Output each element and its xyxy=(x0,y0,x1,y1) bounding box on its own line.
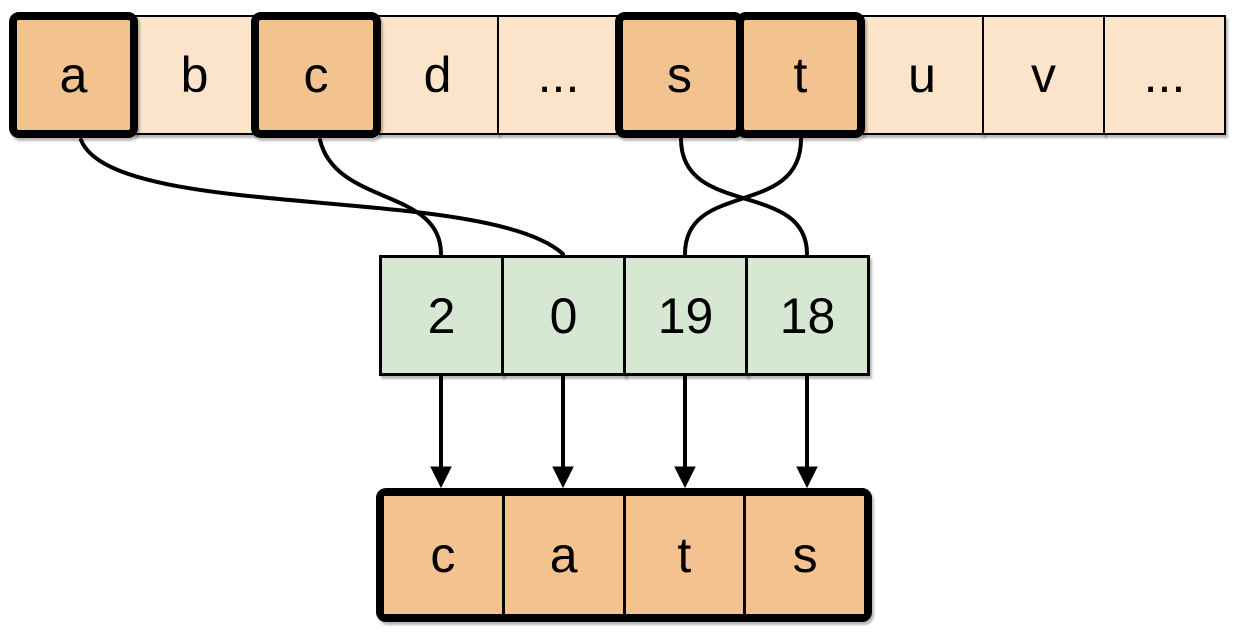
word-cell-s: s xyxy=(743,496,864,614)
cell-label: 0 xyxy=(549,287,578,344)
index-cell-19: 19 xyxy=(623,255,748,376)
cell-label: c xyxy=(430,527,456,583)
index-cell-2: 2 xyxy=(379,255,504,376)
alphabet-cell-d: d xyxy=(376,15,499,135)
cell-label: a xyxy=(549,527,578,583)
alphabet-cell-s-highlighted: s xyxy=(615,12,744,138)
connector-c-to-2-curve xyxy=(318,138,443,256)
cell-label: b xyxy=(180,47,209,103)
word-cell-a: a xyxy=(501,496,623,614)
arrow-19-to-t xyxy=(674,375,696,489)
cell-label: s xyxy=(792,527,818,583)
cell-label: 2 xyxy=(427,287,456,344)
arrowhead-icon xyxy=(796,466,818,489)
cell-label: 19 xyxy=(657,287,714,344)
cell-label: t xyxy=(793,47,808,103)
arrowhead-icon xyxy=(430,466,452,489)
cell-label: 18 xyxy=(779,287,836,344)
cell-label: ... xyxy=(537,47,580,103)
alphabet-cell-u: u xyxy=(860,15,984,135)
cell-label: ... xyxy=(1143,47,1186,103)
word-cell-t: t xyxy=(622,496,744,614)
alphabet-cell-a-highlighted: a xyxy=(9,12,138,138)
index-cell-18: 18 xyxy=(745,255,870,376)
arrow-2-to-c xyxy=(430,375,452,489)
arrowhead-icon xyxy=(552,466,574,489)
alphabet-cell-b: b xyxy=(133,15,256,135)
connector-a-to-0-curve xyxy=(79,138,565,256)
alphabet-cell-t-highlighted: t xyxy=(736,12,865,138)
cell-label: u xyxy=(908,47,936,103)
alphabet-cell-ellipsis-2: ... xyxy=(1103,15,1226,135)
arrowhead-icon xyxy=(674,466,696,489)
alphabet-cell-ellipsis-1: ... xyxy=(497,15,620,135)
cell-label: d xyxy=(423,47,452,103)
connector-s-to-18-curve xyxy=(679,137,809,256)
cell-label: v xyxy=(1031,47,1056,103)
cell-label: c xyxy=(303,47,329,103)
cell-label: t xyxy=(677,527,692,583)
arrow-0-to-a xyxy=(552,375,574,489)
cell-label: a xyxy=(59,47,88,103)
index-cell-0: 0 xyxy=(501,255,626,376)
word-cell-c: c xyxy=(384,496,502,614)
arrow-18-to-s xyxy=(796,375,818,489)
cell-label: s xyxy=(667,47,692,103)
connector-t-to-19-curve xyxy=(683,137,803,256)
alphabet-cell-c-highlighted: c xyxy=(251,12,381,138)
word-row-cats: c a t s xyxy=(376,488,872,622)
alphabet-cell-v: v xyxy=(982,15,1105,135)
